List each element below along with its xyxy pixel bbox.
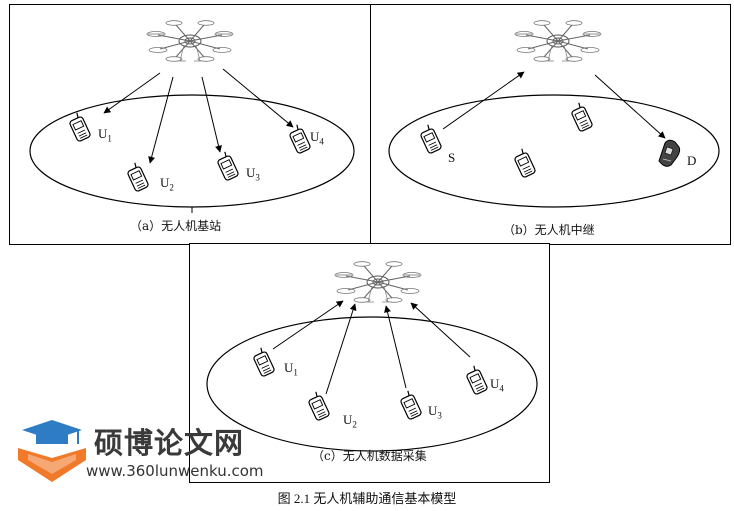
panel-c-caption: （c）无人机数据采集 <box>312 449 427 463</box>
idle-phone-icon <box>511 146 537 179</box>
label-u1: U1 <box>284 360 298 378</box>
idle-phone-icon <box>568 100 594 133</box>
panel-b-caption: （b）无人机中继 <box>503 223 595 237</box>
link-s-uav <box>442 71 525 130</box>
panel-a-diagram <box>29 20 355 213</box>
label-s: S <box>448 150 456 165</box>
label-u3: U3 <box>428 403 442 421</box>
link-uav-u2 <box>148 76 174 164</box>
panel-b-uav-relay: S D （b）无人机中继 <box>370 4 731 245</box>
link-uav-d <box>594 74 666 139</box>
watermark: 硕博论文网 www.360lunwenku.com <box>18 418 264 484</box>
source-phone-s-icon <box>417 122 443 155</box>
panel-b-diagram <box>388 20 720 208</box>
watermark-url: www.360lunwenku.com <box>86 462 264 480</box>
link-u3-uav <box>384 305 407 389</box>
label-u3: U3 <box>246 165 260 183</box>
coverage-area-ellipse <box>388 94 720 208</box>
uav-drone-icon <box>146 20 234 62</box>
user-phone-u1-icon <box>66 110 92 143</box>
user-phone-u4-icon <box>463 363 489 396</box>
user-phone-u1-icon <box>250 345 276 378</box>
panel-c-uav-data-collection: U1 U2 U3 U4 （c）无人机数据采集 <box>189 243 550 483</box>
user-phone-u3-icon <box>214 149 240 182</box>
link-u2-uav <box>325 303 357 395</box>
user-phone-u4-icon <box>286 122 312 155</box>
user-phone-u2-icon <box>124 160 150 193</box>
graduation-cap-logo-icon <box>18 420 86 482</box>
uav-drone-icon <box>514 20 602 62</box>
panel-c-diagram <box>206 261 538 452</box>
link-uav-u3 <box>201 76 222 153</box>
panel-a-uav-base-station: U1 U2 U3 U4 （a）无人机基站 <box>9 4 371 245</box>
user-phone-u2-icon <box>305 389 331 422</box>
link-u4-uav <box>410 302 471 358</box>
destination-phone-d-icon <box>658 139 681 167</box>
label-u2: U2 <box>160 175 174 193</box>
user-phone-u3-icon <box>397 388 423 421</box>
figure-caption: 图 2.1 无人机辅助通信基本模型 <box>277 491 457 506</box>
label-d: D <box>687 153 697 168</box>
coverage-area-ellipse <box>206 316 538 452</box>
watermark-title: 硕博论文网 <box>94 426 245 460</box>
link-u1-uav <box>272 300 344 350</box>
label-u2: U2 <box>343 412 357 430</box>
label-u4: U4 <box>490 376 504 394</box>
link-uav-u1 <box>103 72 161 114</box>
label-u1: U1 <box>98 126 112 144</box>
panel-a-caption: （a）无人机基站 <box>130 219 222 233</box>
link-uav-u4 <box>222 68 294 128</box>
uav-drone-icon <box>334 261 422 303</box>
label-u4: U4 <box>310 129 324 147</box>
